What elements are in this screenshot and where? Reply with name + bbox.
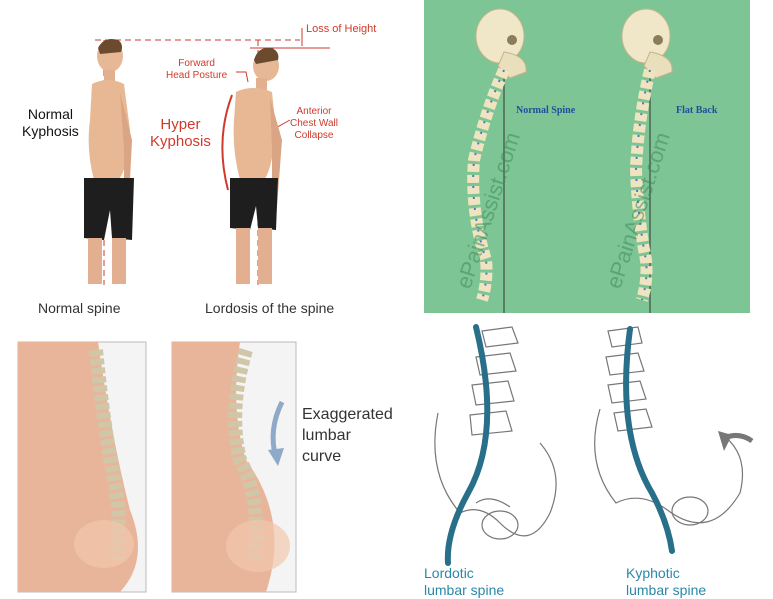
lumbar-text: lumbar	[302, 427, 351, 444]
collapse-text: Collapse	[294, 130, 334, 141]
normal-label: Normal	[27, 106, 73, 122]
head-posture-text: Head Posture	[166, 70, 228, 81]
skull-right	[621, 8, 673, 79]
exaggerated-text: Exaggerated	[302, 406, 393, 423]
hyper-text: Hyper	[160, 116, 201, 133]
flat-back-panel: ePainAssist.com ePainAssist.com Normal S…	[424, 0, 750, 313]
lordosis-panel: Normal spine Lordosis of the spine Exagg…	[0, 290, 420, 599]
exaggerated-lumbar-curve-label: Exaggerated lumbar curve	[302, 404, 393, 467]
hyper-kyphosis-label: Hyper Kyphosis	[150, 116, 211, 150]
kyphotic-text: Kyphotic	[626, 565, 680, 581]
kyphosis-label: Kyphosis	[22, 123, 79, 139]
anterior-chest-wall-label: Anterior Chest Wall Collapse	[290, 106, 338, 142]
kyphosis-comparison-panel: Normal Kyphosis Loss of Height Forward H…	[0, 0, 420, 290]
kyphotic-lumbar-text: lumbar spine	[626, 582, 707, 598]
lumbar-spine-panel: Lordotic lumbar spine Kyphotic lumbar sp…	[420, 313, 773, 599]
hyper-kyphosis-text: Kyphosis	[150, 133, 211, 150]
normal-spine-title: Normal spine	[38, 300, 121, 316]
lordosis-illustration	[17, 341, 297, 593]
loss-of-height-label: Loss of Height	[306, 23, 377, 35]
lordotic-lumbar-text: lumbar spine	[424, 582, 505, 598]
lordotic-text: Lordotic	[424, 565, 474, 581]
skull-left	[475, 8, 527, 79]
man-normal-posture	[84, 39, 134, 284]
lumbar-illustration	[434, 324, 754, 566]
kyphotic-lumbar-spine-label: Kyphotic lumbar spine	[626, 565, 706, 599]
kyphotic-spine-line	[623, 326, 675, 554]
lordosis-title: Lordosis of the spine	[205, 300, 335, 316]
kyphosis-illustration	[84, 28, 330, 285]
skeleton-illustration: ePainAssist.com ePainAssist.com	[451, 8, 675, 313]
chest-wall-text: Chest Wall	[290, 118, 338, 129]
forward-text: Forward	[178, 58, 215, 69]
lordotic-lumbar-spine-label: Lordotic lumbar spine	[424, 565, 504, 599]
spine-lordosis	[228, 347, 264, 561]
normal-spine-label: Normal Spine	[516, 105, 576, 116]
flat-back-label: Flat Back	[676, 105, 718, 116]
curve-text: curve	[302, 448, 342, 465]
forward-head-posture-label: Forward Head Posture	[166, 58, 227, 82]
anterior-text: Anterior	[296, 106, 332, 117]
normal-kyphosis-label: Normal Kyphosis	[22, 106, 79, 140]
lordotic-spine-line	[444, 324, 491, 566]
man-kyphotic-posture	[230, 47, 282, 284]
